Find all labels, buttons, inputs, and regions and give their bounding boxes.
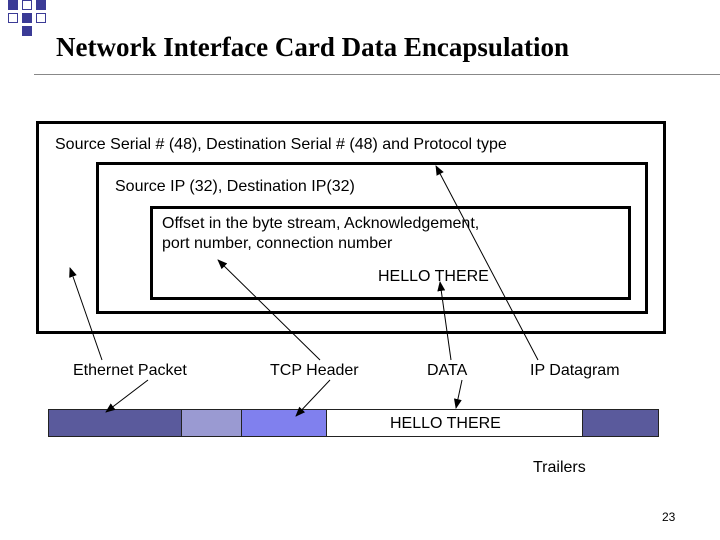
label-data: DATA — [427, 362, 468, 379]
decor-square — [8, 0, 18, 10]
tcp-header-text-line2: port number, connection number — [162, 235, 393, 252]
arrow-tcp-down — [295, 379, 331, 417]
bar-segment-data — [326, 409, 583, 437]
arrow-tcp-up — [217, 259, 321, 361]
bar-segment-tcp-header — [241, 409, 327, 437]
arrow-data-down — [453, 379, 463, 409]
slide-title: Network Interface Card Data Encapsulatio… — [56, 32, 569, 62]
decor-square — [22, 0, 32, 10]
arrow-ethernet-down — [105, 379, 149, 413]
decor-square — [36, 13, 46, 23]
arrow-ethernet-up — [69, 267, 103, 361]
title-underline — [34, 74, 720, 75]
bar-segment-trailer — [582, 409, 659, 437]
bar-segment-ip-header — [181, 409, 242, 437]
ethernet-header-text: Source Serial # (48), Destination Serial… — [55, 136, 507, 153]
tcp-header-text-line1: Offset in the byte stream, Acknowledgeme… — [162, 215, 480, 232]
arrow-ip-up — [435, 165, 539, 361]
decor-square — [8, 13, 18, 23]
label-ethernet-packet: Ethernet Packet — [73, 362, 187, 379]
bar-data-text: HELLO THERE — [390, 415, 501, 432]
arrow-data-up — [437, 281, 452, 361]
payload-text: HELLO THERE — [378, 268, 489, 285]
label-tcp-header: TCP Header — [270, 362, 359, 379]
decor-square — [36, 0, 46, 10]
tcp-segment-box — [150, 206, 631, 300]
decor-square — [22, 26, 32, 36]
ip-header-text: Source IP (32), Destination IP(32) — [115, 178, 355, 195]
page-number: 23 — [662, 510, 676, 524]
decor-square — [22, 13, 32, 23]
label-ip-datagram: IP Datagram — [530, 362, 620, 379]
label-trailers: Trailers — [533, 459, 586, 476]
